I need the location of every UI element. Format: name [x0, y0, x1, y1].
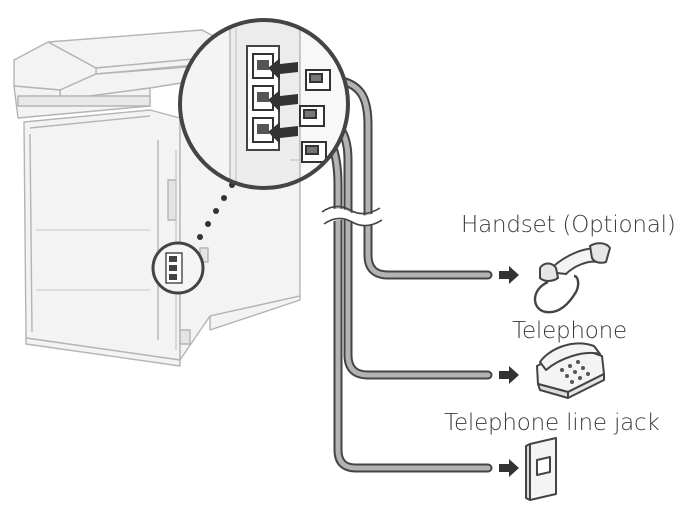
line-jack-icon [525, 437, 557, 501]
arrow-icon [499, 266, 519, 284]
telephone-label: Telephone [512, 318, 628, 344]
telephone-icon [536, 342, 605, 399]
arrow-icon [499, 366, 519, 384]
port-zoom-callout [178, 18, 350, 190]
port-location-callout [151, 241, 205, 295]
cable-break-mark [321, 205, 383, 227]
printer-icon [13, 29, 301, 367]
handset-label: Handset (Optional) [461, 212, 676, 238]
line-jack-label: Telephone line jack [444, 410, 660, 436]
arrow-icon [499, 459, 519, 477]
leader-dots [197, 182, 235, 240]
handset-icon [533, 242, 611, 314]
cables [315, 76, 493, 473]
